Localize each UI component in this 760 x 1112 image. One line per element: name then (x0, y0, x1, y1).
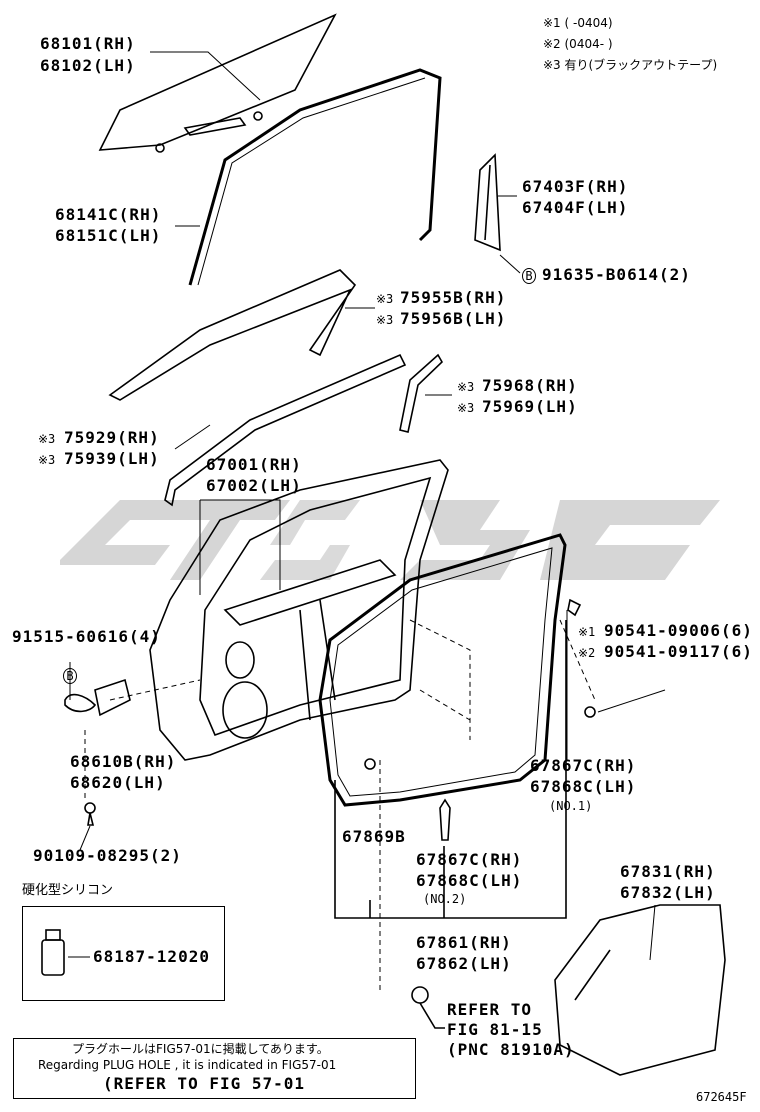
refer-pnc: (PNC 81910A) (447, 1040, 575, 1059)
note3-mark-75968: ※3 (457, 380, 475, 394)
note1-mark-90541: ※1 (578, 625, 596, 639)
label-67868c-bottom[interactable]: 67868C(LH) (416, 871, 523, 890)
door-weatherstrip (318, 533, 567, 807)
label-75956b[interactable]: 75956B(LH) (400, 309, 507, 328)
label-68141c[interactable]: 68141C(RH) (55, 205, 162, 224)
label-90109[interactable]: 90109-08295(2) (33, 846, 182, 865)
label-75955b[interactable]: 75955B(RH) (400, 288, 507, 307)
label-68187[interactable]: 68187-12020 (93, 947, 210, 966)
note-1: ※1 ( -0404) (543, 16, 613, 30)
label-75968[interactable]: 75968(RH) (482, 376, 578, 395)
label-68610b[interactable]: 68610B(RH) (70, 752, 177, 771)
run-channel (188, 68, 442, 286)
plug-hole-note-jp: プラグホールはFIG57-01に掲載してあります。 (72, 1042, 329, 1056)
label-67869b[interactable]: 67869B (342, 827, 406, 846)
label-67832[interactable]: 67832(LH) (620, 883, 716, 902)
refer-fig-81-15[interactable]: FIG 81-15 (447, 1020, 543, 1039)
silicone-title: 硬化型シリコン (22, 883, 114, 898)
label-68620[interactable]: 68620(LH) (70, 773, 166, 792)
plug-hole-note-box (13, 1038, 416, 1099)
door-panel (149, 459, 449, 761)
refer-fig-57-01[interactable]: (REFER TO FIG 57-01 (103, 1074, 306, 1093)
label-91515[interactable]: 91515-60616(4) (12, 627, 161, 646)
label-67403f[interactable]: 67403F(RH) (522, 177, 629, 196)
label-67867c-top[interactable]: 67867C(RH) (530, 756, 637, 775)
note3-mark-75955b: ※3 (376, 292, 394, 306)
silicone-box (22, 906, 225, 1001)
bolt-b-marker-left: B (63, 668, 77, 684)
label-67002[interactable]: 67002(LH) (206, 476, 302, 495)
service-hole-cover (554, 904, 726, 1076)
label-67862[interactable]: 67862(LH) (416, 954, 512, 973)
label-no1: (NO.1) (549, 799, 593, 813)
note3-mark-75929: ※3 (38, 432, 56, 446)
label-67831[interactable]: 67831(RH) (620, 862, 716, 881)
label-67404f[interactable]: 67404F(LH) (522, 198, 629, 217)
note3-mark-75939: ※3 (38, 453, 56, 467)
label-67861[interactable]: 67861(RH) (416, 933, 512, 952)
note3-mark-75969: ※3 (457, 401, 475, 415)
label-67868c-top[interactable]: 67868C(LH) (530, 777, 637, 796)
label-75969[interactable]: 75969(LH) (482, 397, 578, 416)
label-no2: (NO.2) (423, 892, 467, 906)
label-90541-09006[interactable]: 90541-09006(6) (604, 621, 753, 640)
watermark-logo (60, 500, 720, 580)
label-68101[interactable]: 68101(RH) (40, 34, 136, 53)
label-75929[interactable]: 75929(RH) (64, 428, 160, 447)
bolt-b-marker: B (522, 268, 536, 284)
window-glass (98, 13, 337, 151)
label-90541-09117[interactable]: 90541-09117(6) (604, 642, 753, 661)
note3-mark-75956b: ※3 (376, 313, 394, 327)
label-75939[interactable]: 75939(LH) (64, 449, 160, 468)
label-67867c-bottom[interactable]: 67867C(RH) (416, 850, 523, 869)
note2-mark-90541: ※2 (578, 646, 596, 660)
label-68102[interactable]: 68102(LH) (40, 56, 136, 75)
label-67001[interactable]: 67001(RH) (206, 455, 302, 474)
refer-to-label: REFER TO (447, 1000, 533, 1019)
note-3: ※3 有り(ブラックアウトテープ) (543, 58, 718, 72)
plug-hole-note-en: Regarding PLUG HOLE , it is indicated in… (38, 1058, 337, 1072)
figure-id: 672645F (696, 1090, 747, 1104)
note-2: ※2 (0404- ) (543, 37, 613, 51)
label-91635[interactable]: 91635-B0614(2) (542, 265, 691, 284)
label-68151c[interactable]: 68151C(LH) (55, 226, 162, 245)
